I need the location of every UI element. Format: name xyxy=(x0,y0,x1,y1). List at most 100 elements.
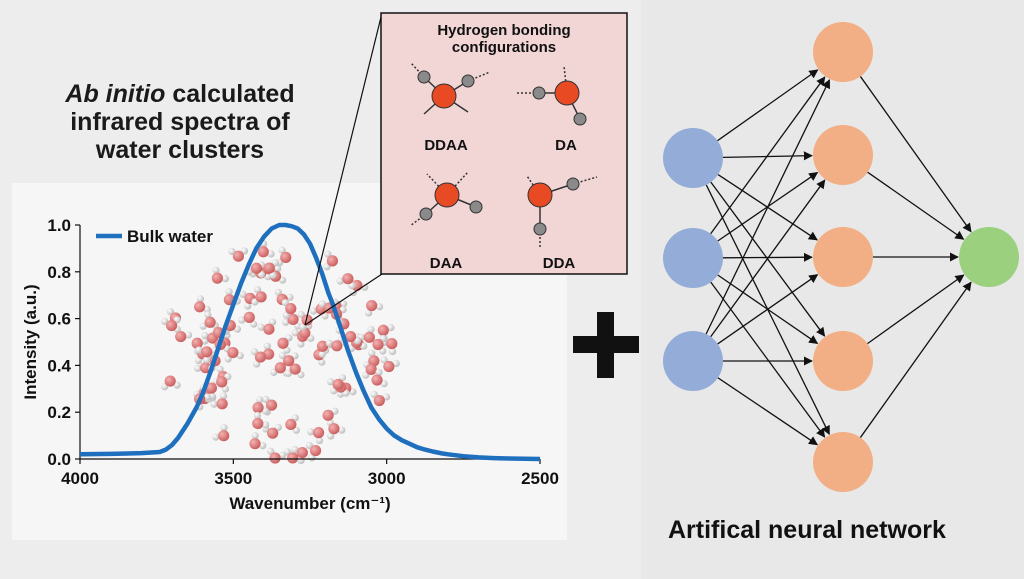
cluster-hydrogen xyxy=(336,277,344,285)
cluster-hydrogen xyxy=(201,337,209,345)
series-line-bulk-water xyxy=(79,222,541,462)
molecule-ddaa xyxy=(410,62,491,115)
cluster-hydrogen xyxy=(203,393,212,401)
cluster-oxygen xyxy=(383,360,395,373)
hbond-title-line1: Hydrogen bonding xyxy=(437,22,570,39)
network-connection-arrow xyxy=(867,274,965,345)
cluster-hydrogen xyxy=(361,283,369,291)
legend-label: Bulk water xyxy=(127,227,213,246)
cluster-hydrogen xyxy=(349,388,357,396)
molecule-dda xyxy=(526,175,598,248)
cluster-hydrogen xyxy=(203,305,211,313)
cluster-hydrogen xyxy=(278,246,286,254)
cluster-hydrogen xyxy=(184,331,193,339)
cluster-hydrogen xyxy=(196,295,205,303)
cluster-hydrogen xyxy=(282,318,290,326)
cluster-hydrogen xyxy=(274,288,283,296)
cluster-hydrogen xyxy=(315,436,324,445)
cluster-hydrogen xyxy=(236,352,244,360)
output-node xyxy=(959,227,1019,287)
cluster-oxygen xyxy=(373,394,385,407)
x-tick-label: 3500 xyxy=(214,469,252,488)
cluster-oxygen xyxy=(263,323,275,335)
cluster-hydrogen xyxy=(269,271,277,279)
y-tick-label: 0.0 xyxy=(47,450,71,469)
cluster-hydrogen xyxy=(338,426,346,434)
cluster-hydrogen xyxy=(392,359,400,368)
cluster-oxygen xyxy=(386,337,398,350)
network-nodes xyxy=(663,22,1019,492)
network-connection-arrow xyxy=(717,377,819,446)
cluster-hydrogen xyxy=(253,411,262,420)
cluster-oxygen xyxy=(312,427,325,439)
cluster-hydrogen xyxy=(267,250,275,258)
cluster-oxygen xyxy=(243,311,255,323)
x-tick-label: 2500 xyxy=(521,469,559,488)
cluster-oxygen xyxy=(199,362,212,374)
cluster-oxygen xyxy=(252,417,264,430)
cluster-oxygen xyxy=(216,376,228,388)
cluster-hydrogen xyxy=(261,407,269,415)
cluster-oxygen xyxy=(274,362,286,374)
cluster-hydrogen xyxy=(307,428,315,436)
cluster-hydrogen xyxy=(212,433,220,441)
hidden-node xyxy=(813,227,873,287)
cluster-hydrogen xyxy=(251,432,259,440)
cluster-oxygen xyxy=(377,324,389,336)
cluster-hydrogen xyxy=(367,325,375,334)
cluster-hydrogen xyxy=(309,307,318,315)
cluster-oxygen xyxy=(164,375,176,387)
cluster-oxygen xyxy=(344,330,357,343)
cluster-hydrogen xyxy=(339,300,348,308)
cluster-hydrogen xyxy=(278,451,287,459)
cluster-oxygen xyxy=(326,255,339,267)
cluster-oxygen xyxy=(191,337,203,349)
cluster-hydrogen xyxy=(263,342,271,350)
cluster-hydrogen xyxy=(375,368,383,376)
y-tick-label: 0.2 xyxy=(47,403,71,422)
label-da: DA xyxy=(555,137,577,154)
cluster-hydrogen xyxy=(220,424,228,432)
cluster-hydrogen xyxy=(201,331,209,340)
cluster-hydrogen xyxy=(318,350,326,358)
cluster-oxygen xyxy=(287,452,299,464)
cluster-hydrogen xyxy=(238,316,246,324)
x-axis-label: Wavenumber (cm⁻¹) xyxy=(229,494,390,513)
y-tick-label: 0.8 xyxy=(47,263,71,282)
cluster-oxygen xyxy=(283,355,295,367)
cluster-hydrogen xyxy=(233,325,241,333)
cluster-hydrogen xyxy=(212,266,220,274)
cluster-hydrogen xyxy=(203,356,211,364)
cluster-oxygen xyxy=(204,316,216,328)
cluster-oxygen xyxy=(254,351,267,363)
cluster-hydrogen xyxy=(327,378,335,386)
network-connection-arrow xyxy=(717,274,819,345)
cluster-hydrogen xyxy=(375,303,384,311)
input-node xyxy=(663,228,723,288)
label-dda: DDA xyxy=(543,255,576,272)
cluster-hydrogen xyxy=(216,365,224,373)
cluster-oxygen xyxy=(342,273,354,285)
network-connection-arrow xyxy=(867,171,965,240)
cluster-oxygen xyxy=(218,430,230,442)
network-caption: Artifical neural network xyxy=(668,516,946,544)
cluster-oxygen xyxy=(296,446,308,459)
cluster-oxygen xyxy=(227,346,239,359)
cluster-oxygen xyxy=(194,301,206,313)
cluster-hydrogen xyxy=(225,288,233,296)
cluster-oxygen xyxy=(250,262,263,274)
cluster-hydrogen xyxy=(244,302,252,310)
cluster-oxygen xyxy=(322,409,334,421)
cluster-oxygen xyxy=(301,314,313,326)
cluster-oxygen xyxy=(316,340,329,352)
cluster-hydrogen xyxy=(210,400,218,408)
cluster-hydrogen xyxy=(325,339,333,347)
label-ddaa: DDAA xyxy=(424,137,467,154)
cluster-oxygen xyxy=(277,337,289,349)
cluster-hydrogen xyxy=(219,392,228,400)
cluster-hydrogen xyxy=(221,385,230,393)
chart-axes xyxy=(79,225,540,460)
cluster-oxygen xyxy=(363,331,375,343)
plus-sign xyxy=(573,312,639,378)
